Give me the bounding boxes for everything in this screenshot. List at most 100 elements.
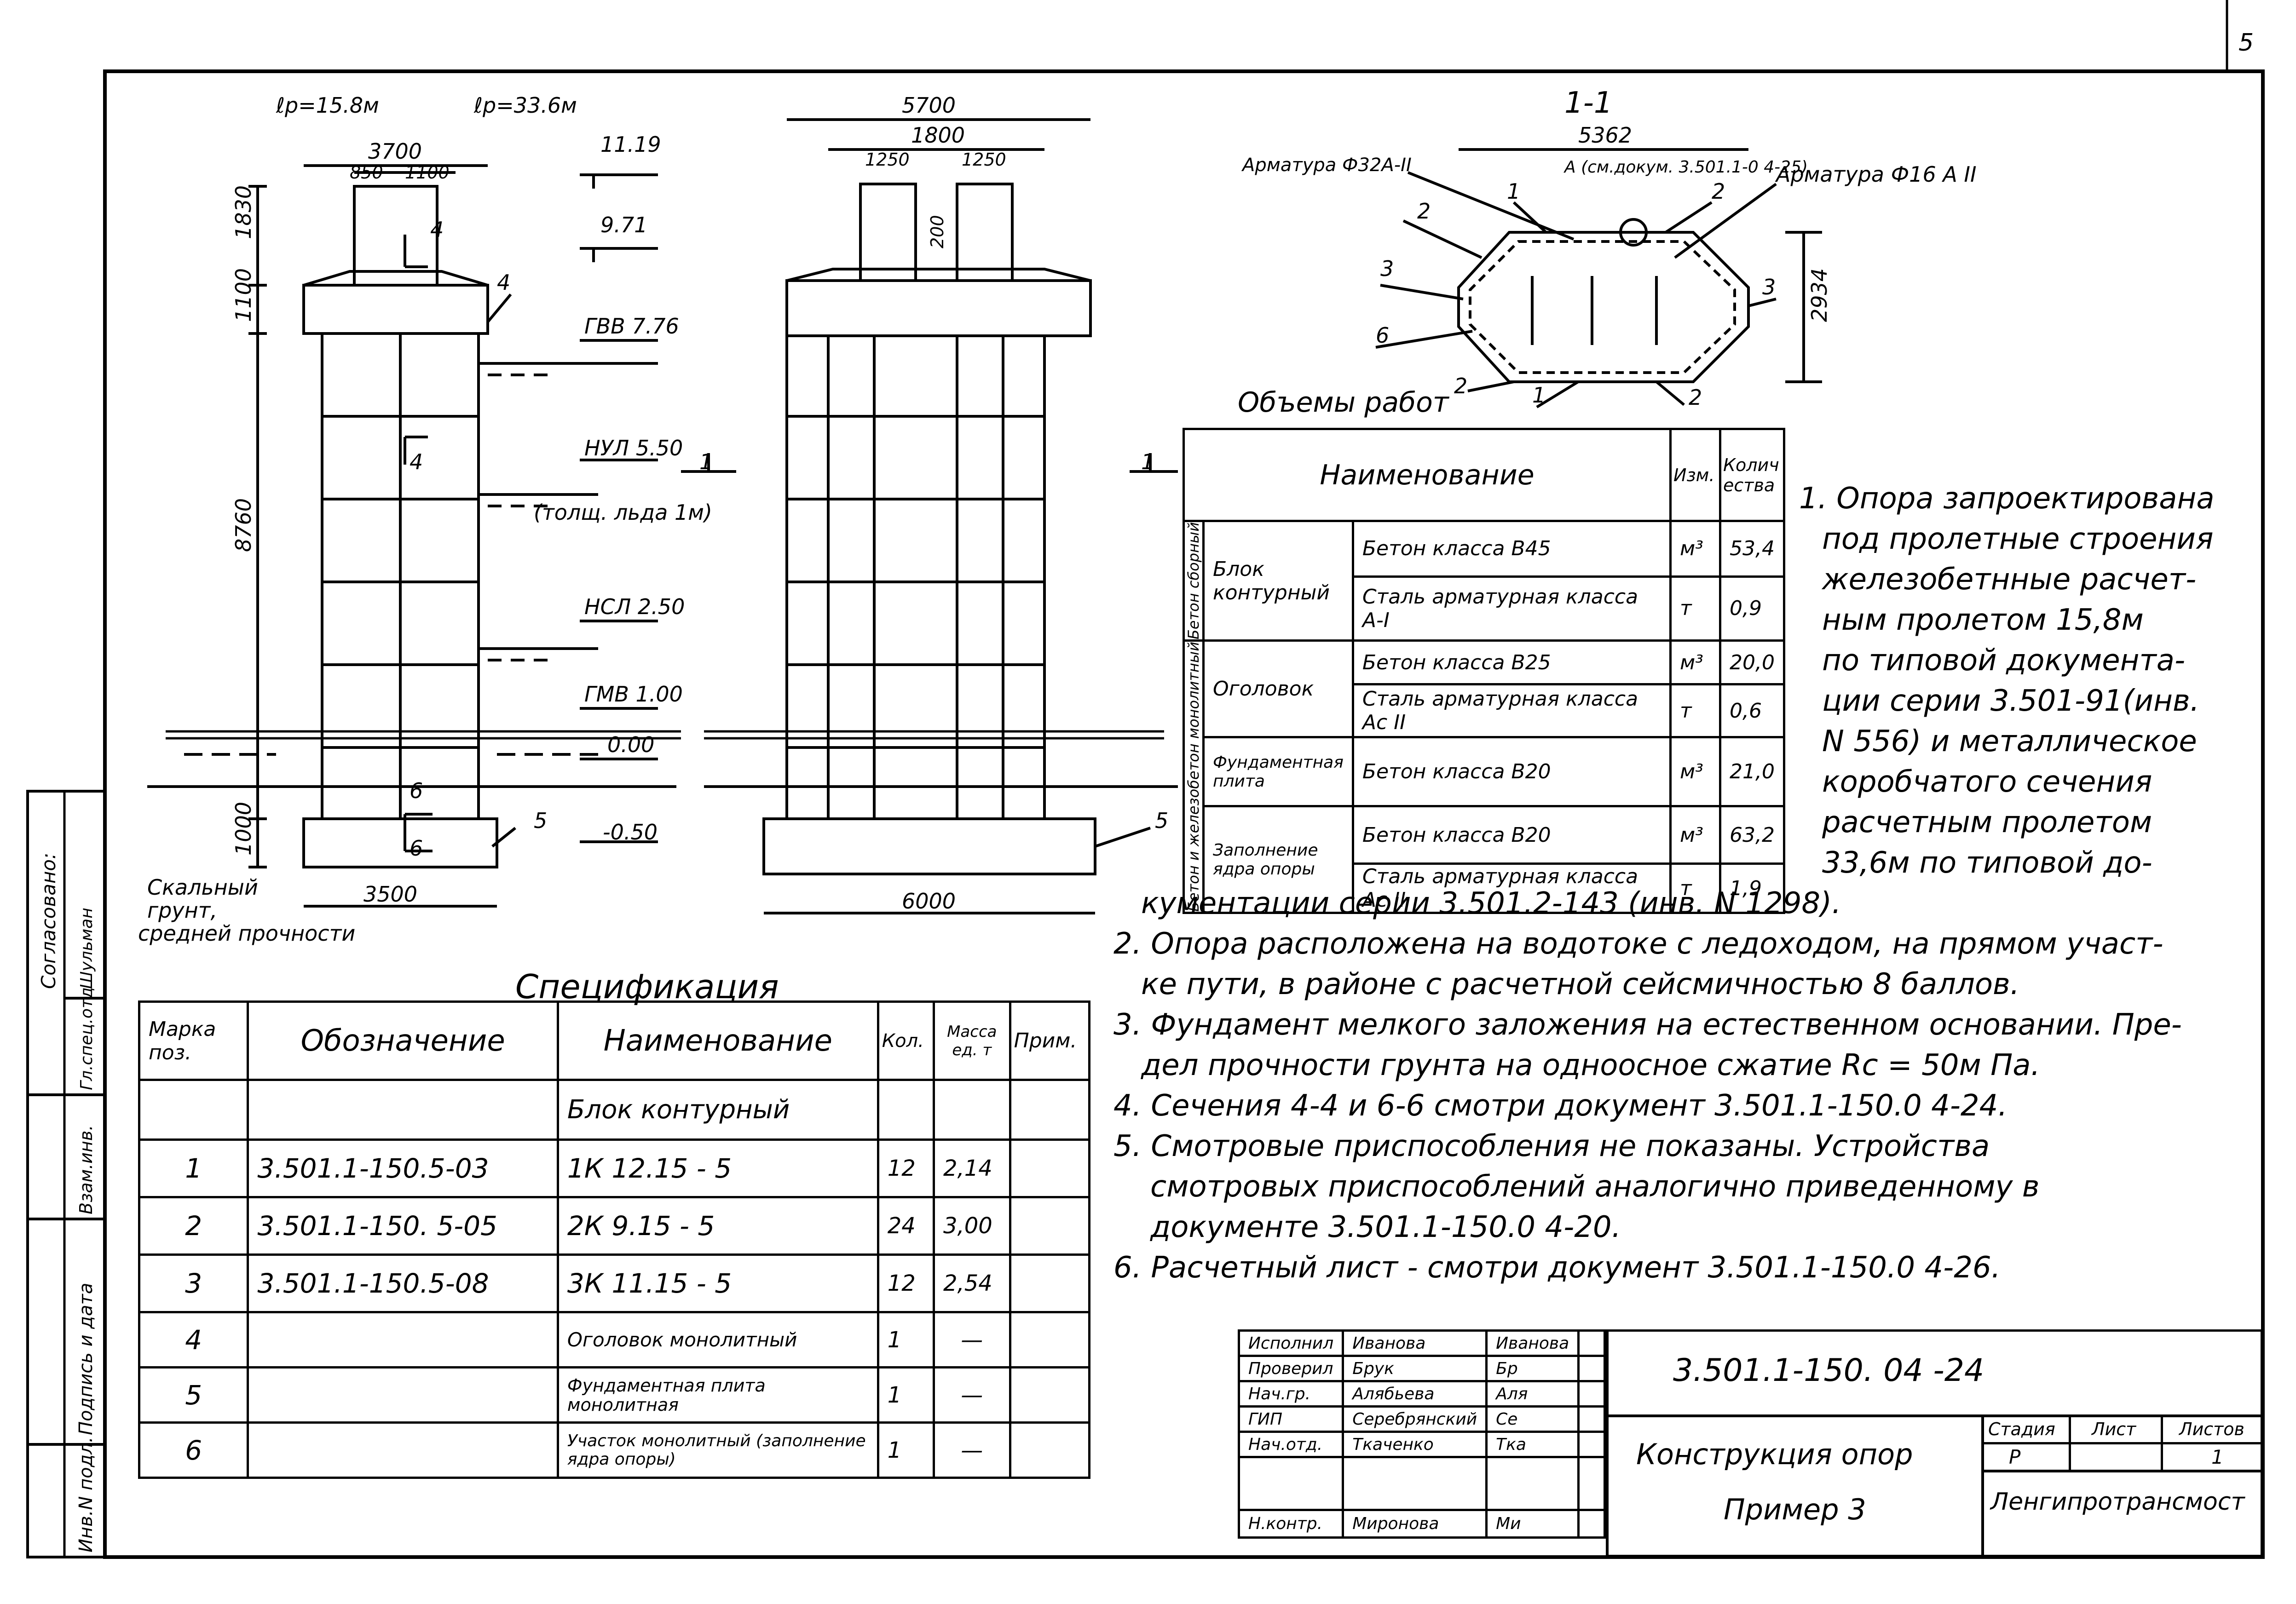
spec-r1-code: 3.501.1-150. 5-05	[247, 1196, 559, 1256]
org-name: Ленгипротрансмост	[1990, 1488, 2245, 1516]
sec-num-2b: 2	[1417, 199, 1431, 224]
section-title: 1-1	[1564, 86, 1613, 120]
vol-row4-item: Фундаментная плита	[1202, 736, 1354, 808]
side-agreed: Согласовано:	[37, 853, 60, 989]
dim-850: 850	[350, 162, 383, 183]
sec-height: 2934	[1807, 268, 1832, 322]
spec-r5-code	[247, 1421, 559, 1479]
page-number: 5	[2238, 29, 2254, 57]
spec-r5-name: Участок монолитный (заполнение ядра опор…	[556, 1421, 879, 1479]
sec-num-2d: 2	[1689, 385, 1702, 410]
dim-right-top: 5700	[902, 93, 956, 118]
spec-r5-mass: —	[932, 1421, 1011, 1479]
el-nsl: НСЛ 2.50	[584, 594, 685, 619]
vol-head-qty: Количества	[1719, 428, 1785, 522]
span-left-label: ℓp=15.8м	[276, 93, 379, 118]
dim-right-base: 6000	[902, 889, 956, 914]
side-vzam: Взам.инв.	[76, 1125, 96, 1214]
el-gmv: ГМВ 1.00	[584, 682, 683, 707]
note-line: кументации серии 3.501.2-143 (инв. N 129…	[1141, 886, 1841, 920]
sec-num-2c: 2	[1454, 374, 1467, 398]
vol-group2: Бетон и железобетон монолитный	[1183, 639, 1205, 914]
spec-r0-pos: 1	[138, 1138, 249, 1198]
note-line: документе 3.501.1-150.0 4-20.	[1150, 1210, 1621, 1244]
vol-row1-qty: 0,9	[1719, 575, 1785, 642]
spec-r2-name: 3К 11.15 - 5	[556, 1253, 879, 1313]
stamp-person: Брук	[1342, 1355, 1488, 1382]
cut-1-right: 1	[1141, 449, 1154, 474]
vol-row3-unit: т	[1669, 683, 1722, 739]
stage-value: Р	[2009, 1446, 2021, 1468]
vol-group1: Бетон сборный	[1183, 519, 1205, 642]
vol-row6-qty: 1,9	[1719, 862, 1785, 914]
stamp-main: 3.501.1-150. 04 -24 Конструкция опор При…	[1606, 1329, 2263, 1557]
side-name: Шульман	[77, 908, 96, 989]
left-elevation	[147, 164, 736, 908]
stamp-role: Исполнил	[1237, 1329, 1344, 1357]
sec-num-2a: 2	[1712, 179, 1725, 204]
note-line: по типовой документа-	[1822, 644, 2186, 678]
spec-r4-name: Фундаментная плита монолитная	[556, 1366, 879, 1424]
armatura-left: Арматура Ф32А-II	[1241, 155, 1412, 176]
spec-r5-qty: 1	[877, 1421, 935, 1479]
spec-h-mass: Масса ед. т	[932, 1000, 1011, 1081]
spec-r3-name: Оголовок монолитный	[556, 1311, 879, 1368]
dim-1000: 1000	[231, 802, 256, 856]
dim-8760: 8760	[231, 498, 256, 552]
spec-r2-code: 3.501.1-150.5-08	[247, 1253, 559, 1313]
dim-1250b: 1250	[962, 149, 1006, 170]
pos-5-label: 5	[534, 808, 547, 833]
sec-num-1b: 1	[1532, 383, 1546, 408]
spec-r0-qty: 12	[877, 1138, 935, 1198]
vol-row6-name: Сталь арматурная класса Ас II	[1351, 862, 1672, 914]
note-line: дел прочности грунта на одноосное сжатие…	[1141, 1048, 2040, 1082]
el-ice: (толщ. льда 1м)	[534, 500, 712, 525]
stamp-sign: Тка	[1485, 1431, 1580, 1458]
spec-r0-mass: 2,14	[932, 1138, 1011, 1198]
spec-h-note: Прим.	[1009, 1000, 1091, 1081]
spec-r2-mass: 2,54	[932, 1253, 1011, 1313]
volumes-title: Объемы работ	[1238, 386, 1450, 419]
spec-r0-name: 1К 12.15 - 5	[556, 1138, 879, 1198]
vol-row3-qty: 0,6	[1719, 683, 1785, 739]
note-line: коробчатого сечения	[1822, 765, 2152, 799]
el-base: -0.50	[603, 820, 658, 845]
vol-head-name: Наименование	[1182, 428, 1672, 522]
vol-head-unit: Изм.	[1669, 428, 1722, 522]
note-line: 5. Смотровые приспособления не показаны.…	[1113, 1129, 1990, 1163]
vol-row4-unit: м³	[1669, 736, 1722, 808]
note-line: 33,6м по типовой до-	[1822, 846, 2152, 880]
vol-row0-unit: м³	[1669, 520, 1722, 578]
spec-r3-code	[247, 1311, 559, 1368]
el-zero: 0.00	[607, 732, 654, 757]
vol-row5-item: Заполнение ядра опоры	[1202, 805, 1354, 914]
vol-row4-qty: 21,0	[1719, 736, 1785, 808]
sheets-header: Листов	[2179, 1419, 2244, 1439]
note-line: ным пролетом 15,8м	[1822, 603, 2144, 637]
notes-wide: кументации серии 3.501.2-143 (инв. N 129…	[1113, 883, 2255, 1288]
vol-row1-unit: т	[1669, 575, 1722, 642]
soil-2: грунт,	[147, 898, 217, 923]
stamp-person: Серебрянский	[1342, 1405, 1488, 1433]
sec-num-3b: 3	[1762, 275, 1776, 299]
vol-row4-name: Бетон класса В20	[1351, 736, 1672, 808]
dim-1100: 1100	[405, 162, 450, 183]
side-gl-spec: Гл.спец.отд	[77, 987, 96, 1090]
stamp-sign: Аля	[1485, 1380, 1580, 1408]
dim-1250a: 1250	[865, 149, 910, 170]
vol-row1-name: Сталь арматурная класса А-I	[1351, 575, 1672, 642]
side-podpis: Подпись и дата	[75, 1283, 97, 1435]
vol-row2-unit: м³	[1669, 639, 1722, 686]
spec-r1-mass: 3,00	[932, 1196, 1011, 1256]
vol-row0-qty: 53,4	[1719, 520, 1785, 578]
dim-1800: 1800	[911, 123, 965, 148]
el-nul: НУЛ 5.50	[584, 436, 683, 460]
spec-r1-pos: 2	[138, 1196, 249, 1256]
spec-r4-mass: —	[932, 1366, 1011, 1424]
span-right-label: ℓp=33.6м	[473, 93, 577, 118]
vol-row5-unit: м³	[1669, 805, 1722, 865]
el-top: 11.19	[600, 132, 661, 157]
dim-left-base: 3500	[363, 882, 417, 907]
